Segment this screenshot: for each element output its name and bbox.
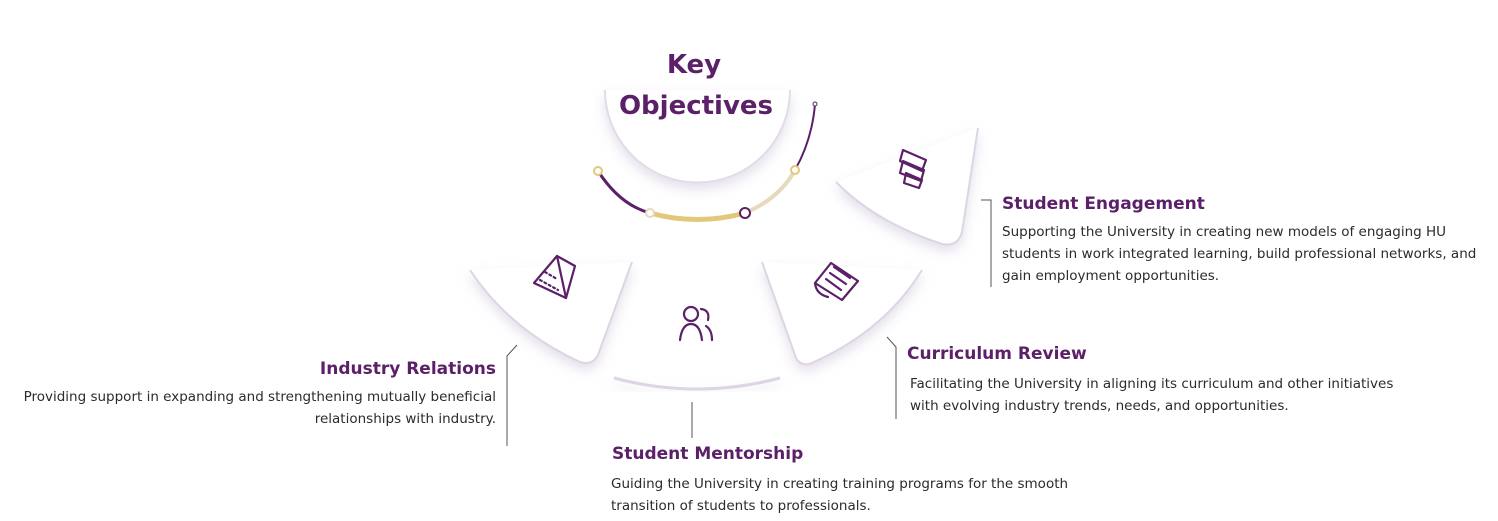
curriculum-review-description: Facilitating the University in aligning …	[910, 376, 1394, 414]
student-engagement-description: Supporting the University in creating ne…	[1002, 224, 1477, 284]
connector-curriculum-review	[886, 336, 897, 419]
layers-icon	[898, 148, 928, 190]
student-engagement-heading: Student Engagement	[1002, 194, 1205, 214]
title-line-2: Objectives	[618, 91, 774, 121]
connector-student-engagement	[981, 199, 992, 287]
arc-dot	[739, 207, 751, 219]
segment-industry-relations[interactable]	[469, 261, 633, 365]
users-icon	[678, 305, 714, 342]
arc-dot	[790, 165, 800, 175]
progress-arc	[593, 101, 818, 222]
curriculum-review-heading: Curriculum Review	[907, 344, 1087, 364]
segment-curriculum-review[interactable]	[761, 261, 923, 366]
student-mentorship-description: Guiding the University in creating train…	[611, 476, 1069, 514]
segment-student-engagement[interactable]	[835, 127, 979, 246]
arc-dot	[645, 208, 655, 218]
industry-relations-description: Providing support in expanding and stren…	[23, 389, 496, 427]
arc-dot	[593, 166, 603, 176]
arc-dot	[812, 101, 818, 107]
title-line-1: Key	[666, 50, 722, 80]
connector-industry-relations	[506, 344, 518, 446]
center-circle	[604, 89, 791, 184]
student-mentorship-heading: Student Mentorship	[612, 444, 804, 464]
industry-relations-heading: Industry Relations	[319, 359, 496, 379]
building-icon	[532, 254, 577, 300]
document-icon	[813, 261, 860, 302]
